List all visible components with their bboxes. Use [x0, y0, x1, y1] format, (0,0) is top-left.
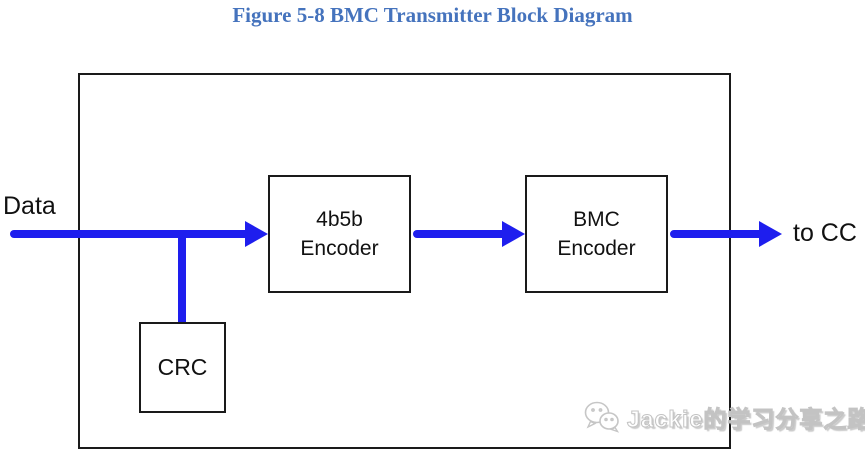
to-cc-output-label: to CC — [793, 219, 857, 247]
block-crc: CRC — [139, 322, 226, 413]
arrow-bmc-to-cc-line — [670, 230, 764, 238]
figure-title: Figure 5-8 BMC Transmitter Block Diagram — [232, 3, 633, 27]
watermark: Jackie的学习分享之路 — [582, 397, 865, 437]
branch-line-to-crc — [178, 230, 186, 330]
data-input-label: Data — [3, 192, 56, 220]
block-4b5b-encoder-line2: Encoder — [300, 237, 379, 260]
block-bmc-encoder: BMC Encoder — [525, 175, 668, 293]
wechat-logo-icon — [584, 401, 620, 433]
arrow-4b5b-to-bmc-line — [413, 230, 507, 238]
arrow-bmc-to-cc-head — [759, 221, 782, 247]
block-bmc-encoder-line2: Encoder — [557, 237, 636, 260]
arrow-data-to-4b5b-head — [245, 221, 268, 247]
watermark-text: Jackie的学习分享之路 — [626, 406, 865, 433]
block-bmc-encoder-line1: BMC — [573, 207, 620, 231]
block-crc-label: CRC — [157, 354, 208, 381]
block-4b5b-encoder: 4b5b Encoder — [268, 175, 411, 293]
transmitter-boundary-box — [78, 73, 731, 449]
block-4b5b-encoder-line1: 4b5b — [316, 207, 363, 231]
arrow-data-to-4b5b-line — [10, 230, 250, 238]
arrow-4b5b-to-bmc-head — [502, 221, 525, 247]
